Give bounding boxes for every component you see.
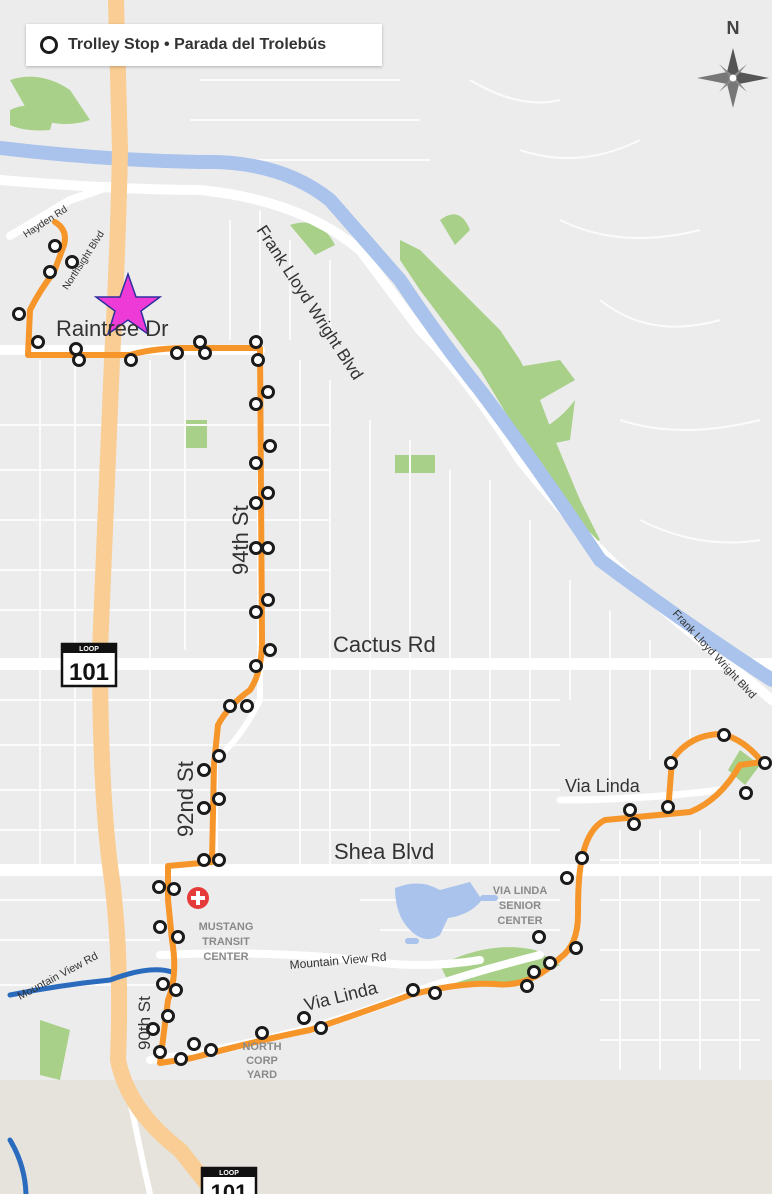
place-label-senior-center-2: SENIOR bbox=[499, 900, 541, 912]
hospital-cross-icon[interactable] bbox=[187, 887, 209, 909]
place-label-mustang-transit-center-1: MUSTANG bbox=[199, 921, 254, 933]
trolley-stop-ring-icon bbox=[40, 36, 58, 54]
place-label-mustang-transit-center-2: TRANSIT bbox=[202, 936, 250, 948]
shield-number-lower: 101 bbox=[211, 1180, 248, 1194]
shield-loop-text-upper: LOOP bbox=[79, 646, 99, 653]
canal bbox=[0, 141, 772, 687]
street-label-shea-blvd: Shea Blvd bbox=[334, 839, 434, 864]
lake bbox=[395, 882, 498, 944]
star-marker-icon[interactable] bbox=[93, 271, 163, 336]
compass-rose-icon bbox=[697, 48, 769, 108]
loop-101-freeway bbox=[91, 0, 223, 1194]
place-label-senior-center-3: CENTER bbox=[497, 915, 542, 927]
street-label-raintree-dr: Raintree Dr bbox=[56, 316, 168, 341]
street-label-cactus-rd: Cactus Rd bbox=[333, 632, 436, 657]
major-roads bbox=[0, 175, 772, 1194]
place-label-mustang-transit-center-3: CENTER bbox=[203, 951, 248, 963]
loop-101-shield-upper: LOOP 101 bbox=[60, 642, 118, 688]
compass-north-label: N bbox=[727, 18, 740, 38]
place-label-north-corp-yard-3: YARD bbox=[247, 1069, 277, 1081]
place-label-north-corp-yard-2: CORP bbox=[246, 1055, 278, 1067]
shield-number-upper: 101 bbox=[69, 659, 109, 686]
legend-label: Trolley Stop • Parada del Trolebús bbox=[68, 36, 327, 53]
street-label-94th-st: 94th St bbox=[228, 505, 253, 575]
blue-roads bbox=[7, 967, 175, 1194]
trolley-stops bbox=[12, 239, 772, 1066]
street-label-via-linda-upper: Via Linda bbox=[565, 776, 641, 796]
street-label-90th-st: 90th St bbox=[135, 996, 154, 1050]
legend: Trolley Stop • Parada del Trolebús bbox=[26, 24, 382, 66]
place-label-senior-center-1: VIA LINDA bbox=[493, 885, 548, 897]
shield-loop-text-lower: LOOP bbox=[219, 1170, 239, 1177]
place-label-north-corp-yard-1: NORTH bbox=[242, 1041, 281, 1053]
loop-101-shield-lower: LOOP 101 bbox=[200, 1166, 258, 1194]
street-label-92nd-st: 92nd St bbox=[173, 761, 198, 837]
